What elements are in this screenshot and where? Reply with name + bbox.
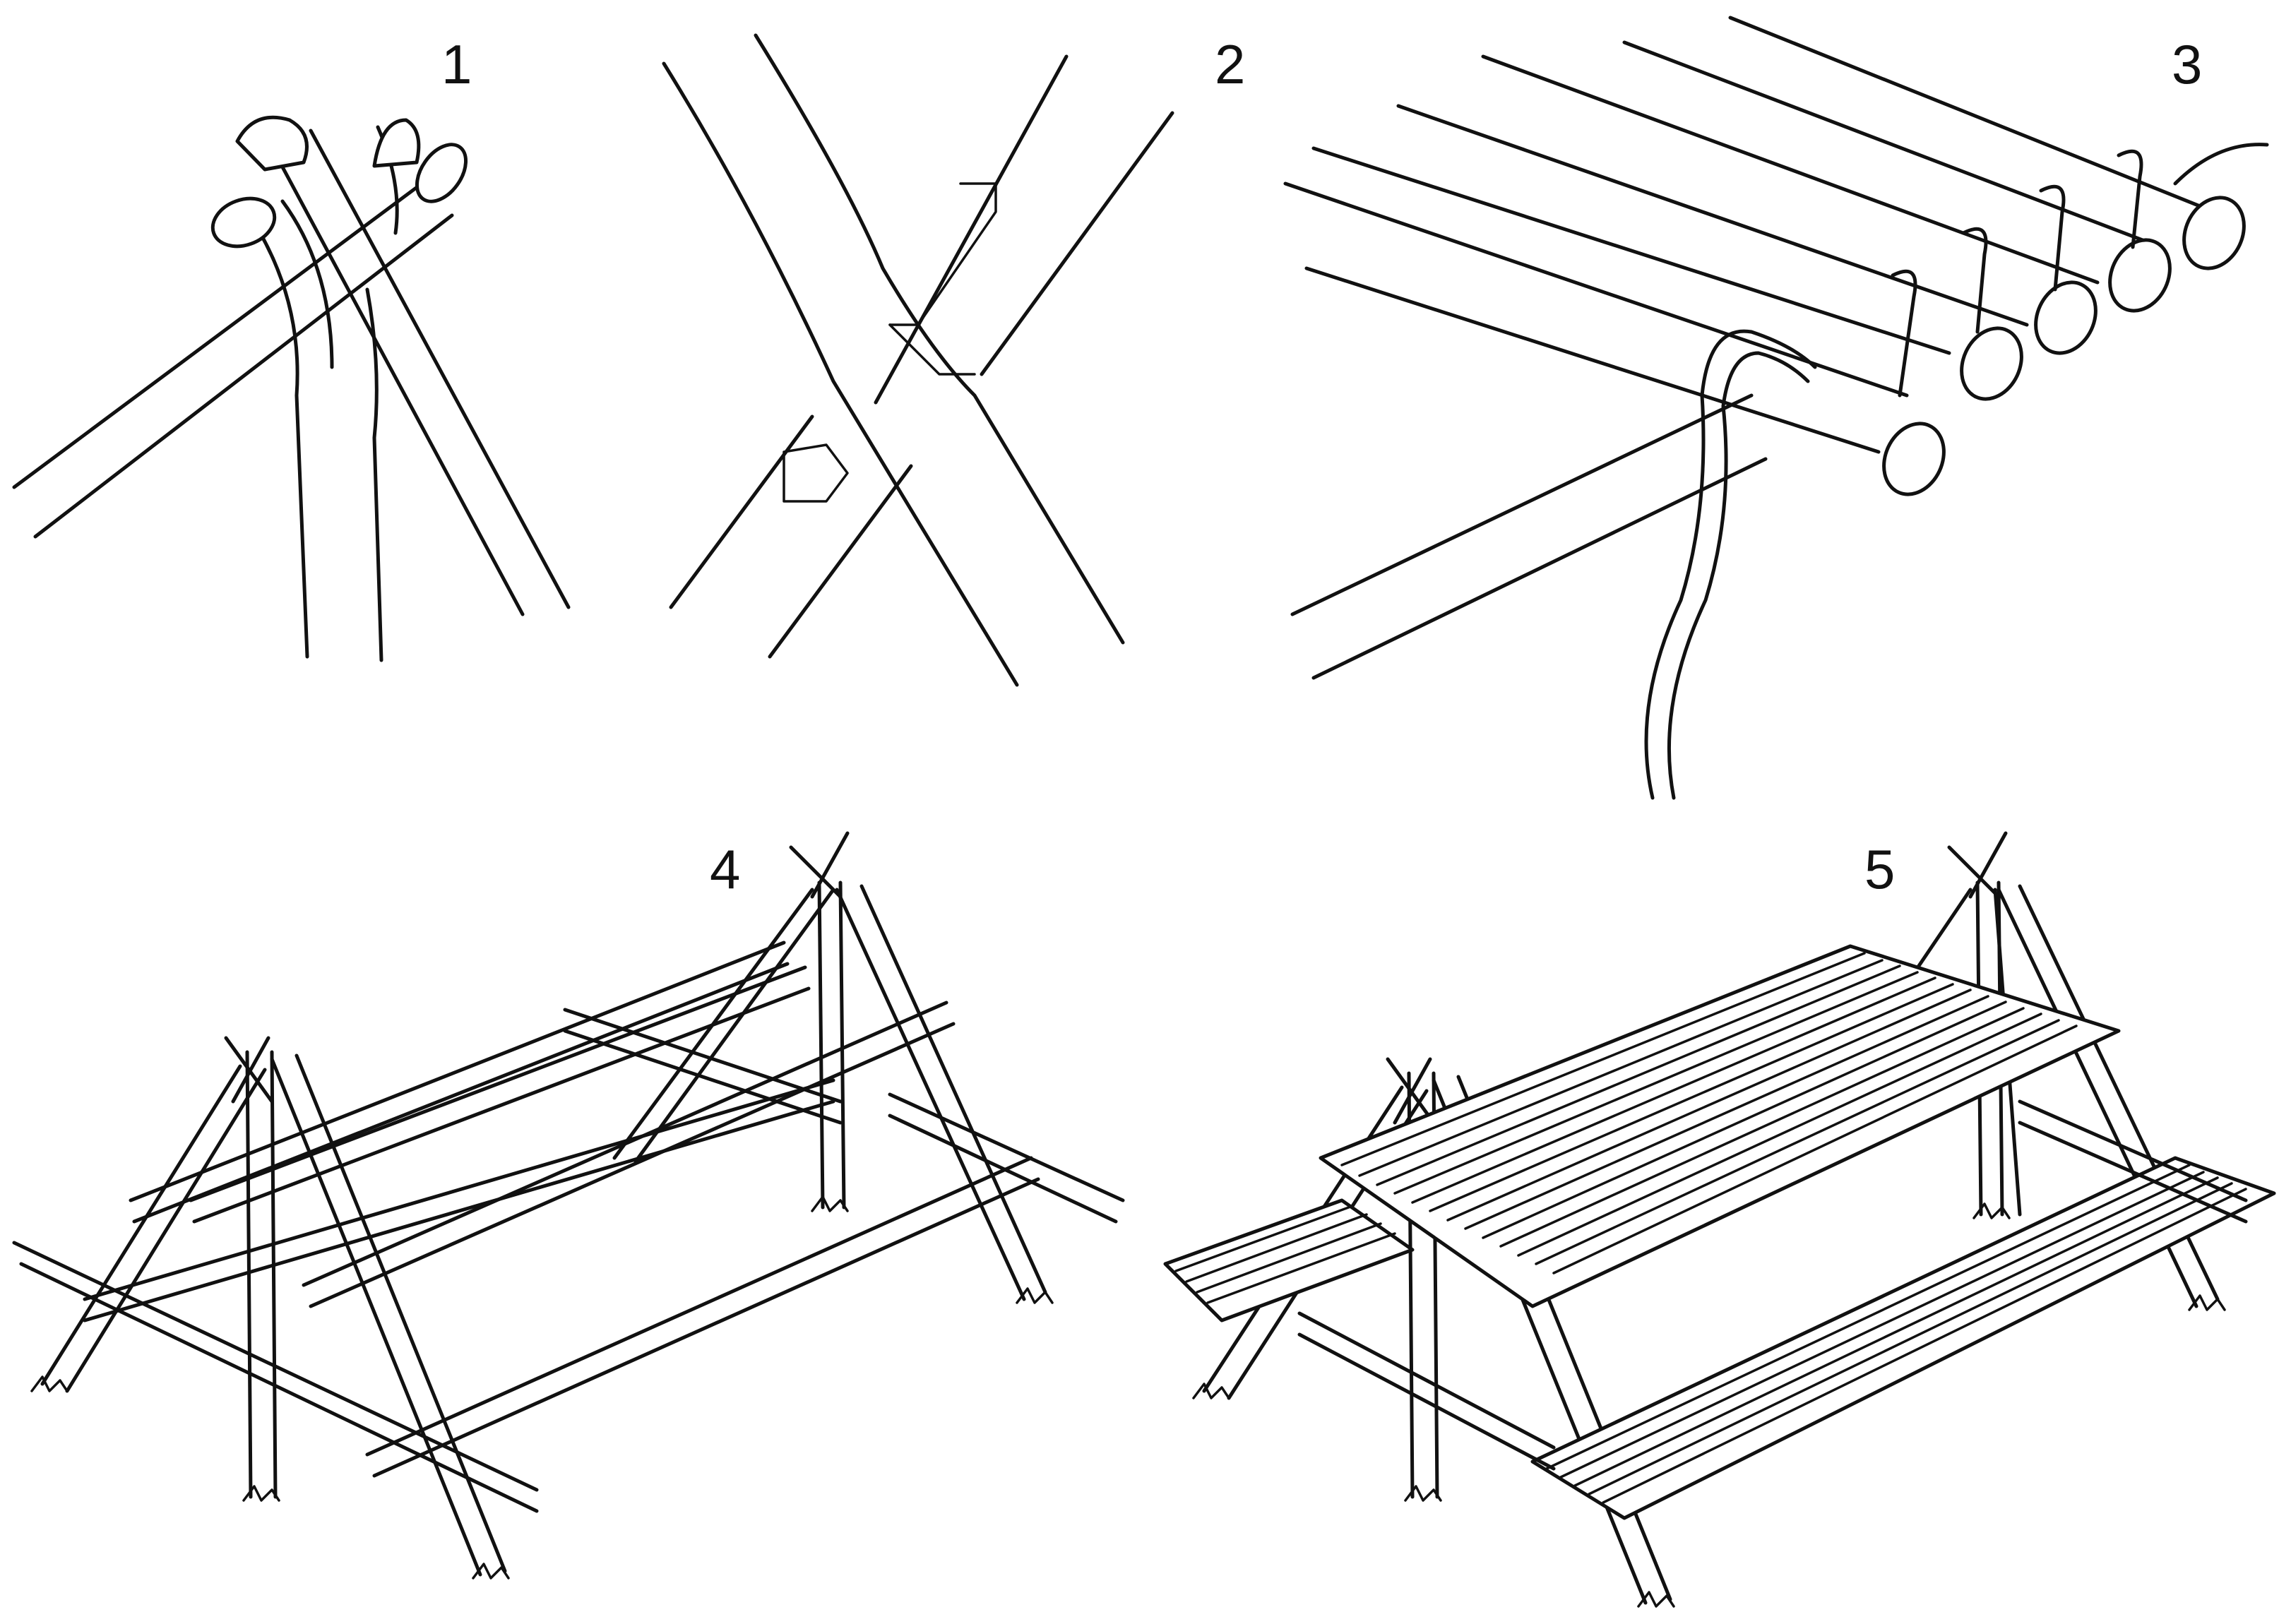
far-a-frame [612, 831, 1047, 1301]
lashing-rope [1644, 143, 2269, 800]
step-number-2: 2 [1215, 33, 1245, 95]
panel-1-crossed-poles: 1 [12, 33, 571, 662]
grass-tufts [30, 1195, 1054, 1580]
upright-pole [662, 33, 1125, 687]
panel-5-finished-table: 5 [1163, 831, 2276, 1608]
front-pole [210, 118, 421, 662]
bench-rails [12, 1078, 1125, 1513]
panel-4-table-frame: 4 [12, 831, 1125, 1580]
crossbar-logs [1283, 16, 2246, 496]
crossbar-pole [12, 143, 468, 539]
step-number-1: 1 [441, 33, 472, 95]
right-bench-slats [1530, 1156, 2276, 1520]
step-number-4: 4 [710, 838, 740, 900]
notch-cut [783, 182, 997, 503]
step-number-3: 3 [2172, 33, 2202, 95]
near-a-frame [40, 1036, 507, 1577]
tabletop-slats [1319, 944, 2121, 1308]
grass-tufts [1192, 1202, 2226, 1608]
bench-rails [1297, 1099, 2248, 1471]
rear-pole [235, 115, 571, 616]
step-number-5: 5 [1864, 838, 1895, 900]
left-bench-slats [1163, 1198, 1415, 1323]
panel-2-notched-joint: 2 [662, 33, 1245, 687]
tabletop-rails [129, 941, 956, 1308]
diagonal-pole [669, 54, 1174, 659]
support-beam [1290, 393, 1768, 680]
panel-3-lashed-crossbars: 3 [1283, 16, 2269, 800]
